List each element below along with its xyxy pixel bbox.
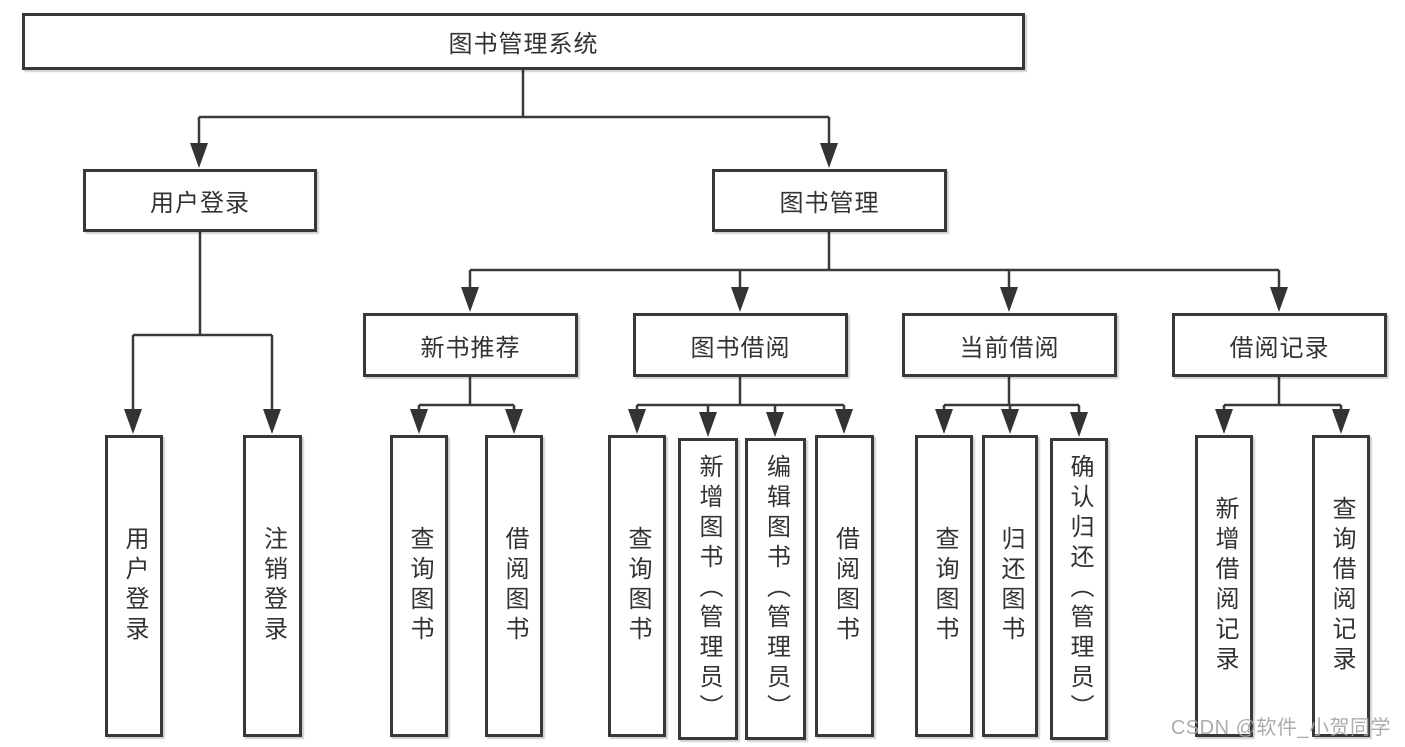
leaf-borrow-books-recommend: 借阅图书 — [485, 435, 543, 737]
node-user-login: 用户登录 — [83, 169, 317, 232]
leaf-return-books: 归还图书 — [982, 435, 1038, 737]
leaf-confirm-return-admin: 确认归还（管理员） — [1050, 438, 1108, 740]
node-book-management: 图书管理 — [712, 169, 947, 232]
leaf-borrow-books: 借阅图书 — [815, 435, 874, 737]
node-library-management-system: 图书管理系统 — [22, 13, 1025, 70]
arrowhead-icons — [124, 143, 1350, 437]
node-book-borrowing: 图书借阅 — [633, 313, 848, 377]
tree-edges — [131, 70, 1343, 413]
leaf-query-borrow-record: 查询借阅记录 — [1312, 435, 1370, 737]
node-new-book-recommendation: 新书推荐 — [363, 313, 578, 377]
node-borrowing-records: 借阅记录 — [1172, 313, 1387, 377]
csdn-watermark: CSDN @软件_小贺同学 — [1170, 717, 1391, 739]
node-current-borrowing: 当前借阅 — [902, 313, 1117, 377]
leaf-query-books-borrowing: 查询图书 — [608, 435, 666, 737]
leaf-query-books-current: 查询图书 — [915, 435, 973, 737]
leaf-query-books-recommend: 查询图书 — [390, 435, 448, 737]
leaf-logout: 注销登录 — [243, 435, 302, 737]
leaf-user-login: 用户登录 — [105, 435, 163, 737]
leaf-add-books-admin: 新增图书（管理员） — [678, 438, 738, 740]
leaf-edit-books-admin: 编辑图书（管理员） — [745, 438, 806, 740]
leaf-add-borrow-record: 新增借阅记录 — [1195, 435, 1253, 737]
